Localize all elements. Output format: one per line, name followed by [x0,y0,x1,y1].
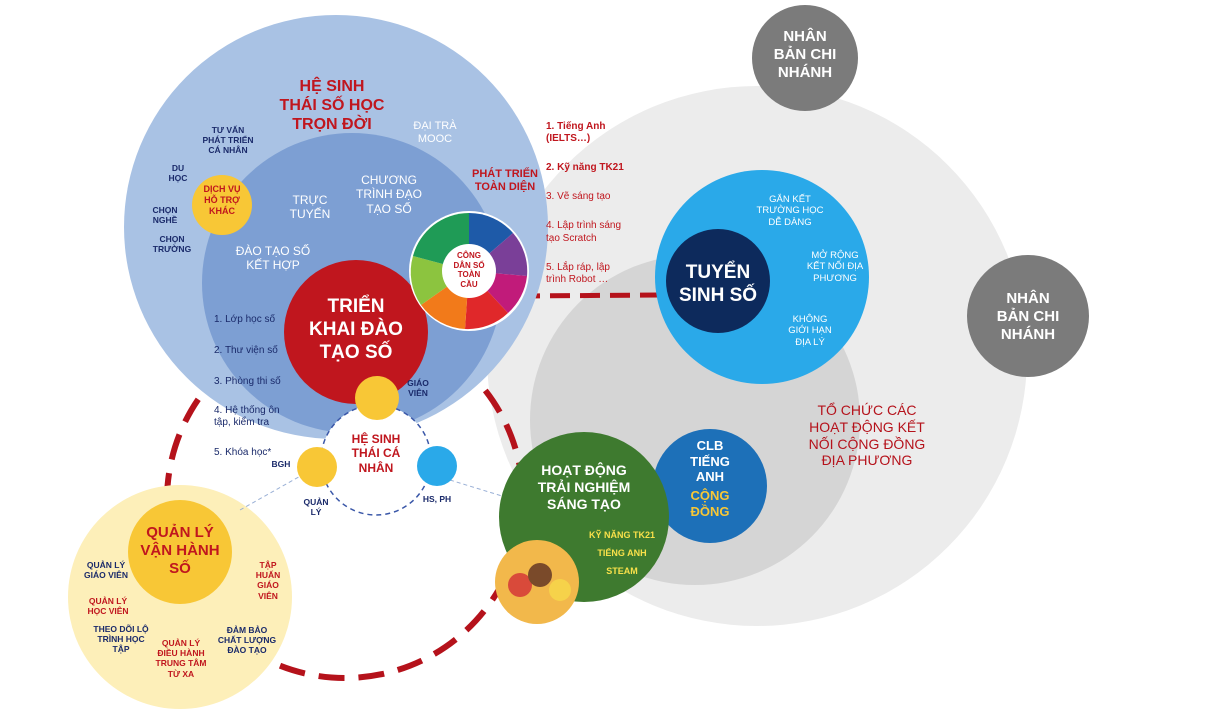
deploy-circle [284,260,428,404]
community-label: TỔ CHỨC CÁC HOẠT ĐỘNG KẾT NỐI CỘNG ĐỒNG … [808,402,926,469]
mass-mooc-label: ĐẠI TRÀ MOOC [413,120,457,146]
club-circle [653,429,767,543]
branch-top-circle [752,5,858,111]
online-list-item: 1. Lớp học số [214,313,276,325]
gc-list-item: 4. Lập trình sáng tạo Scratch [546,220,622,244]
dashed-link [519,292,661,299]
manager-avatar [297,447,337,487]
deploy-title: TRIỂN KHAI ĐÀO TẠO SỐ [309,296,403,363]
program-label: CHƯƠNG TRÌNH ĐẠO TẠO SỐ [356,173,422,216]
online-list: 1. Lớp học số 2. Thư viện số 3. Phòng th… [214,296,314,476]
choose-major-label: CHỌN NGHỀ [152,205,178,226]
study-abroad-label: DU HỌC [168,163,188,184]
online-list-item: 2. Thư viện số [214,344,278,356]
gc-list-item: 5. Lắp ráp, lập trình Robot … [546,261,610,286]
experience-title: HOẠT ĐỘNG TRẢI NGHIỆM SÁNG TẠO [537,462,631,512]
mgmt-remote-label: QUẢN LÝ ĐIỀU HÀNH TRUNG TÂM TỪ XA [155,638,207,679]
global-citizen-wheel [409,211,529,331]
kid-face-1 [508,573,532,597]
manager-label: QUẢN LÝ [303,497,329,518]
link-bgh [239,464,321,511]
recruit-item-expand: MỞ RỘNG KẾT NỐI ĐỊA PHƯƠNG [806,250,864,284]
online-label: TRỰC TUYẾN [289,193,331,222]
online-list-item: 4. Hệ thống ôn tập, kiểm tra [214,404,280,429]
experience-item: STEAM [606,566,638,576]
bgh-label: BGH [271,459,291,469]
gc-list-item: 3. Vẽ sáng tạo [546,191,611,202]
student-avatar [417,446,457,486]
career-counseling-label: TƯ VẤN PHÁT TRIỂN CÁ NHÂN [202,125,254,156]
teacher-avatar [355,376,399,420]
gc-list-item: 2. Kỹ năng TK21 [546,162,624,173]
club-sub: CỘNG ĐỒNG [690,488,730,519]
gc-list-item: 1. Tiếng Anh (IELTS…) [546,120,606,145]
online-list-item: 3. Phòng thi số [214,375,281,387]
support-circle [192,175,252,235]
mgmt-student-label: QUẢN LÝ HỌC VIÊN [87,596,129,617]
choose-school-label: CHỌN TRƯỜNG [152,234,192,255]
support-service-label: DỊCH VỤ HỖ TRỢ KHÁC [203,184,241,216]
mgmt-training-label: TẬP HUẤN GIÁO VIÊN [255,560,281,601]
student-label: HS, PH [422,494,452,504]
mgmt-teacher-label: QUẢN LÝ GIÁO VIÊN [84,560,128,581]
mgmt-progress-label: THEO DÕI LỘ TRÌNH HỌC TẬP [93,624,149,655]
mgmt-quality-label: ĐẢM BẢO CHẤT LƯỢNG ĐÀO TẠO [217,625,277,656]
online-list-item: 5. Khóa học* [214,447,272,458]
kid-face-3 [549,579,571,601]
recruit-core [666,229,770,333]
teacher-label: GIÁO VIÊN [407,378,429,399]
experience-item: TIẾNG ANH [597,548,647,558]
kid-face-2 [528,563,552,587]
branch-right-circle [967,255,1089,377]
recruit-item-unlimited: KHÔNG GIỚI HẠN ĐỊA LÝ [788,314,832,348]
branch-right-label: NHÂN BẢN CHI NHÁNH [996,290,1060,343]
lifelong-title: HỆ SINH THÁI SỐ HỌC TRỌN ĐỜI [279,78,385,134]
branch-top-label: NHÂN BẢN CHI NHÁNH [773,28,837,81]
recruit-item-connect: GẮN KẾT TRƯỜNG HỌC DỄ DÀNG [756,194,824,228]
recruit-title: TUYỂN SINH SỐ [678,262,758,306]
experience-item: KỸ NĂNG TK21 [588,530,655,540]
blended-label: ĐÀO TẠO SỐ KẾT HỢP [235,244,311,273]
personal-title: HỆ SINH THÁI CÁ NHÂN [351,432,401,475]
holistic-dev-heading: PHÁT TRIỂN TOÀN DIỆN [472,168,538,194]
management-core [128,500,232,604]
global-citizen-title: CÔNG DÂN SỐ TOÀN CẦU [453,251,485,289]
club-title: CLB TIẾNG ANH [690,438,730,485]
global-citizen-list: 1. Tiếng Anh (IELTS…) 2. Kỹ năng TK21 3.… [546,108,656,299]
management-title: QUẢN LÝ VẬN HÀNH SỐ [140,524,220,577]
